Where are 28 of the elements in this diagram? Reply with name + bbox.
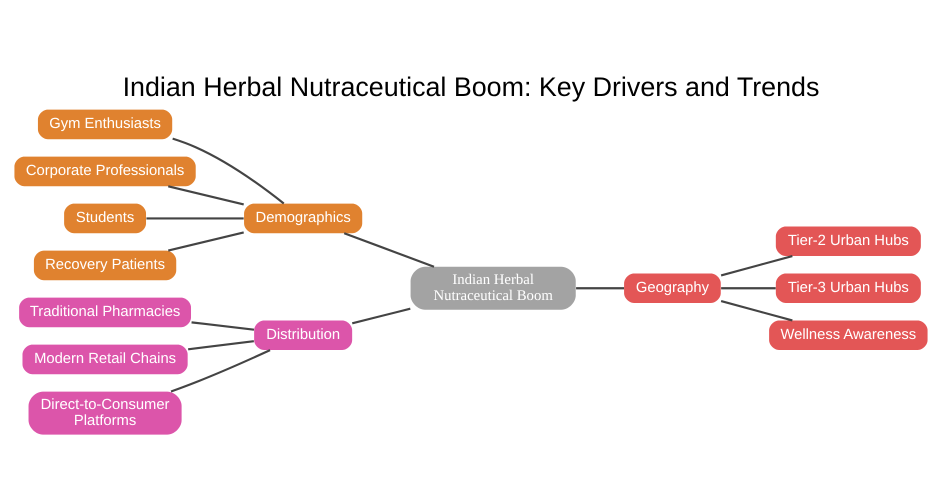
node-box: Gym Enthusiasts (38, 110, 172, 140)
node-box: Corporate Professionals (14, 156, 196, 186)
connector (344, 232, 434, 268)
node-box: Tier-3 Urban Hubs (776, 273, 921, 304)
node-box: Distribution (254, 320, 352, 350)
connector (146, 217, 244, 220)
node-box: Recovery Patients (34, 250, 176, 280)
connector (720, 255, 793, 276)
connector (168, 185, 244, 206)
node-box: Tier-2 Urban Hubs (776, 226, 921, 256)
connector (168, 231, 244, 252)
connector (576, 287, 624, 290)
connector (188, 340, 254, 350)
node-box: Wellness Awareness (769, 320, 928, 350)
diagram-title: Indian Herbal Nutraceutical Boom: Key Drivers and Trends (122, 72, 820, 102)
node-box: Students (64, 204, 146, 234)
node-box: Indian Herbal Nutraceutical Boom (410, 266, 576, 310)
node-box: Demographics (244, 204, 362, 234)
connector (352, 308, 411, 324)
node-box: Geography (624, 273, 721, 304)
connector (720, 300, 793, 322)
connector (191, 321, 254, 331)
node-box: Traditional Pharmacies (19, 298, 192, 328)
node-box: Direct-to-Consumer Platforms (28, 392, 182, 435)
connector (170, 349, 271, 393)
node-box: Modern Retail Chains (22, 344, 188, 374)
connector (721, 287, 776, 290)
connector (172, 138, 284, 204)
